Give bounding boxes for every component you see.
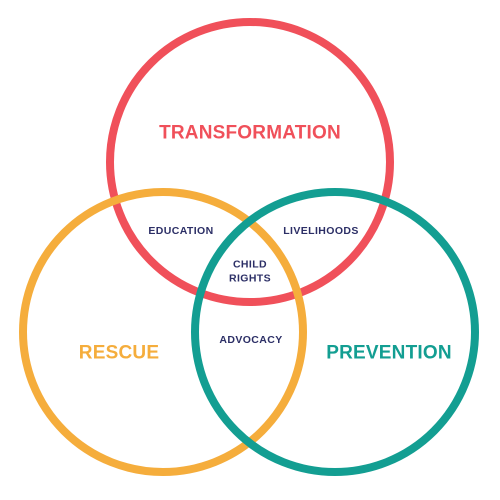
child-rights-label: CHILD RIGHTS <box>229 258 271 285</box>
child-rights-line1: CHILD <box>232 258 268 271</box>
transformation-label: TRANSFORMATION <box>159 122 341 144</box>
rescue-label: RESCUE <box>78 342 160 364</box>
livelihoods-label: LIVELIHOODS <box>283 225 359 238</box>
child-rights-line2: RIGHTS <box>228 272 272 284</box>
rescue-circle <box>19 188 307 476</box>
prevention-circle <box>191 188 479 476</box>
transformation-circle <box>106 18 394 306</box>
prevention-label: PREVENTION <box>326 342 452 364</box>
education-label: EDUCATION <box>148 225 214 238</box>
advocacy-label: ADVOCACY <box>219 334 283 347</box>
